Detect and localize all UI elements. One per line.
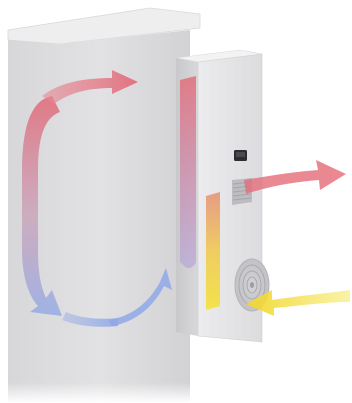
- display-panel-icon: [234, 150, 247, 161]
- cabinet-fade: [0, 300, 200, 403]
- side-cooling-unit: [176, 50, 269, 342]
- unit-hot-inflow-arrow: [180, 76, 196, 268]
- unit-ambient-flow-arrow: [206, 192, 220, 310]
